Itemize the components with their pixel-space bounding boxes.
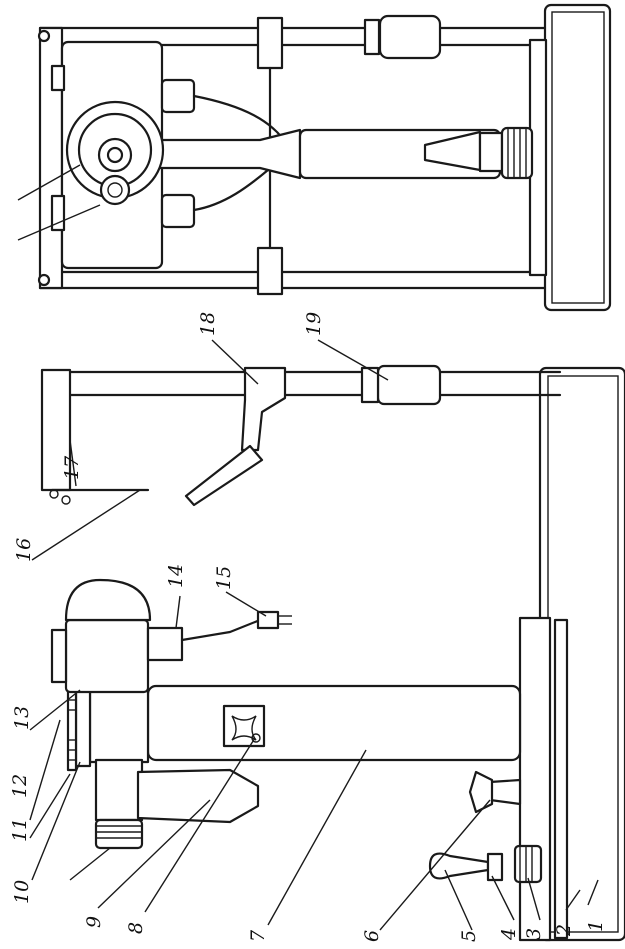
side-view-motor-terminal [146,626,184,662]
callout-2: 2 [553,924,575,937]
callout-15: 15 [213,566,235,590]
side-view-motor-clip [50,628,68,684]
side-view-quill-block [222,704,266,748]
side-view-column-collar [376,364,442,406]
top-view-base-plate [543,3,612,312]
side-view-nut-3 [513,844,543,884]
top-view-column-ring [363,18,381,56]
callout-9: 9 [83,916,105,928]
side-view-tilt-lever [184,444,264,507]
side-view-plug [256,610,280,630]
side-view-motor-body [64,618,150,694]
side-view-column-ring [360,366,380,404]
side-view-pedestal-plate [518,616,552,942]
callout-13: 13 [11,706,33,730]
callout-6: 6 [361,930,383,942]
callout-7: 7 [247,929,269,942]
top-view-pulley-hub [97,137,133,173]
top-view-column-collar [378,14,442,60]
side-view [29,339,625,942]
top-view-cable-bottom [192,168,270,212]
top-view [17,3,612,312]
side-view-base-foot [553,618,569,940]
top-view-bracket-top [256,16,284,70]
callout-10: 10 [11,880,33,904]
side-view-handle-5 [428,852,490,880]
top-view-chuck-knurl [500,126,534,180]
side-view-feed-handle [136,768,260,824]
callout-19: 19 [303,312,325,336]
top-view-switch-box-bottom [160,193,196,229]
side-view-chuck-nose [94,818,144,850]
top-view-chuck [478,131,504,173]
callout-1: 1 [585,920,607,932]
side-view-spindle-head [88,688,150,764]
top-view-pulley-bore [106,146,124,164]
side-view-power-cable [180,618,262,642]
top-view-base-plate-inner [551,11,605,304]
callout-17: 17 [61,455,83,480]
callout-5: 5 [458,930,480,942]
callout-11: 11 [9,818,31,842]
side-view-quill [146,684,522,762]
side-view-motor-dome [64,578,152,622]
callout-4: 4 [498,928,520,941]
side-view-pulley-disc [74,684,92,768]
top-view-bracket-bottom [256,246,284,296]
side-view-chuck-body [94,758,144,822]
top-view-switch-box-top [160,78,196,114]
callout-18: 18 [197,312,219,336]
callout-8: 8 [125,922,147,934]
callout-16: 16 [13,538,35,562]
side-view-base-plate [538,366,625,942]
top-view-motor-clip-top [50,64,66,92]
callout-3: 3 [523,928,545,940]
side-view-table-bracket [240,366,287,452]
callout-12: 12 [9,774,31,798]
callout-labels: 1 2 3 4 5 6 7 8 9 10 11 12 13 14 15 16 1… [9,312,607,942]
top-view-knob [99,174,131,206]
callout-14: 14 [165,564,187,588]
side-view-clamp-knob-6 [488,778,522,806]
